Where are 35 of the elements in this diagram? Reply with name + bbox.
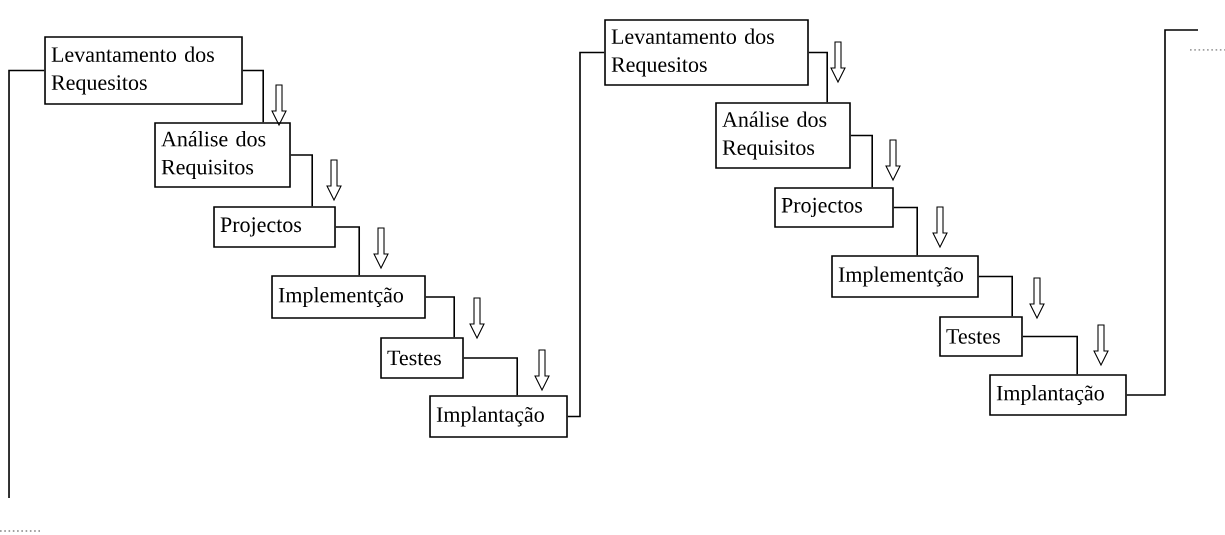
connector-line: [463, 357, 518, 396]
process-box: Projectos: [774, 187, 894, 228]
process-box: Implantação: [429, 395, 568, 438]
block-arrow: [373, 227, 389, 270]
connector-line: [290, 154, 313, 207]
block-arrow: [885, 139, 901, 182]
process-box: Projectos: [213, 206, 336, 248]
connector-line: [8, 69, 45, 499]
connector-line: [1126, 29, 1199, 396]
block-arrow: [830, 41, 846, 84]
process-box: Implementção: [831, 255, 979, 298]
process-box: Testes: [939, 316, 1023, 357]
block-arrow: [326, 159, 342, 202]
process-box: Levantamento dos Requesitos: [604, 19, 809, 86]
connector-line: [893, 206, 918, 256]
connector-line: [242, 69, 264, 123]
connector-line: [425, 296, 455, 338]
process-box: Implantação: [989, 374, 1127, 416]
process-box: Levantamento dos Requesitos: [44, 36, 243, 105]
process-box: Testes: [380, 337, 464, 379]
connector-line: [567, 51, 605, 418]
process-box: Análise dos Requisitos: [715, 102, 851, 169]
block-arrow: [271, 84, 287, 127]
block-arrow: [469, 297, 485, 340]
block-arrow: [534, 349, 550, 392]
connector-line: [808, 51, 828, 103]
process-box: Implementção: [271, 275, 426, 319]
block-arrow: [1029, 277, 1045, 320]
connector-line: [335, 226, 360, 276]
block-arrow: [932, 206, 948, 249]
block-arrow: [1093, 324, 1109, 367]
connector-line: [1022, 335, 1078, 375]
process-box: Análise dos Requisitos: [154, 122, 291, 188]
connector-line: [850, 134, 873, 188]
connector-line: [978, 275, 1013, 317]
